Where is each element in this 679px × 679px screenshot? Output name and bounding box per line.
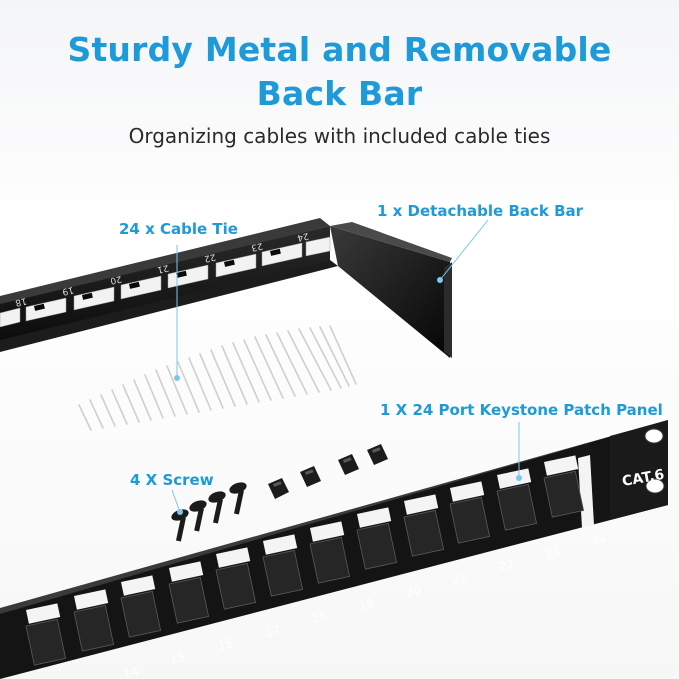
back-bar-number: 18 <box>14 295 28 307</box>
port-number: 20 <box>405 583 423 600</box>
cable-ties <box>78 325 357 431</box>
screws <box>171 482 247 542</box>
callout-dots <box>174 277 522 515</box>
title-line-2: Back Bar <box>256 74 423 113</box>
page-title: Sturdy Metal and Removable Back Bar <box>0 28 679 116</box>
title-line-1: Sturdy Metal and Removable <box>67 30 612 69</box>
cat6-badge: CAT.6 <box>621 467 666 490</box>
panel-ports <box>25 455 594 666</box>
back-bar-number: 21 <box>156 262 169 274</box>
callout-back-bar: 1 x Detachable Back Bar <box>377 202 584 220</box>
port-number: 16 <box>217 636 235 653</box>
port-number: 19 <box>358 596 376 613</box>
port-number: 18 <box>311 609 329 626</box>
back-bar-number: 22 <box>203 251 216 263</box>
patch-panel: CAT.6 <box>0 420 668 679</box>
back-bar-number: 24 <box>296 230 310 242</box>
back-bar: 18 19 20 21 22 23 24 <box>0 218 452 358</box>
callout-patch-panel: 1 X 24 Port Keystone Patch Panel <box>380 401 663 419</box>
back-bar-numbers: 18 19 20 21 22 23 24 <box>14 230 310 307</box>
callout-cable-tie: 24 x Cable Tie <box>119 220 238 238</box>
back-bar-number: 19 <box>61 284 75 296</box>
callout-leaders <box>171 219 520 513</box>
cage-nuts <box>268 444 388 499</box>
panel-port-numbers: 14 15 16 17 18 19 20 21 22 23 24 <box>122 531 608 679</box>
back-bar-number: 20 <box>109 273 123 285</box>
back-bar-number: 23 <box>250 240 263 252</box>
port-number: 22 <box>498 557 516 574</box>
port-number: 17 <box>264 623 282 640</box>
port-number: 24 <box>590 531 608 548</box>
port-number: 21 <box>451 570 469 587</box>
port-number: 15 <box>169 650 187 667</box>
port-number: 14 <box>122 664 140 679</box>
port-number: 23 <box>544 544 562 561</box>
callout-screw: 4 X Screw <box>130 471 214 489</box>
page-subtitle: Organizing cables with included cable ti… <box>128 124 551 148</box>
back-bar-slots <box>0 236 331 328</box>
